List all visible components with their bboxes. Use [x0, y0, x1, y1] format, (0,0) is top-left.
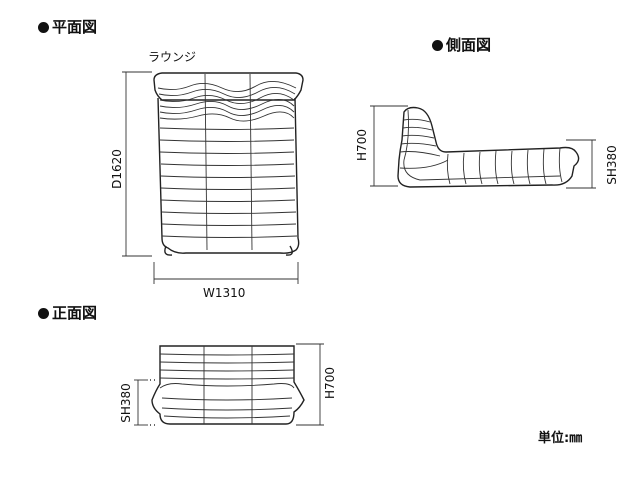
plan-view-title-text: 平面図 — [52, 18, 98, 36]
side-view-title-text: 側面図 — [446, 36, 492, 54]
front-view-title-text: 正面図 — [52, 304, 98, 322]
plan-seat-body — [157, 97, 300, 254]
unit-label: 単位:㎜ — [538, 431, 583, 446]
side-rib — [399, 151, 441, 157]
front-rib — [159, 361, 295, 364]
plan-seam-right — [249, 73, 253, 251]
side-rib — [401, 134, 435, 139]
plan-base-detail — [164, 245, 293, 256]
front-rib — [159, 353, 295, 356]
plan-rib — [158, 87, 296, 98]
side-rib — [402, 126, 433, 131]
plan-rib — [160, 187, 296, 190]
plan-backrest — [153, 72, 304, 101]
lounge-label: ラウンジ — [148, 50, 197, 64]
plan-rib — [157, 81, 297, 92]
plan-rib — [159, 139, 295, 142]
side-view-drawing — [370, 105, 596, 189]
side-rib — [542, 148, 547, 185]
side-rib — [400, 142, 437, 147]
side-rib — [478, 151, 483, 185]
side-outline — [397, 106, 580, 188]
side-view-title: 側面図 — [432, 34, 491, 55]
front-seat-height-label: SH380 — [119, 383, 133, 423]
side-rib — [399, 159, 449, 169]
plan-rib — [159, 111, 295, 122]
side-rib — [558, 147, 563, 183]
plan-rib — [161, 223, 297, 226]
front-rib — [161, 407, 293, 411]
plan-seam-left — [204, 73, 208, 251]
front-rib — [159, 377, 295, 380]
bullet-icon — [38, 308, 49, 319]
side-rib — [462, 152, 467, 185]
plan-rib — [159, 93, 295, 104]
front-height-label: H700 — [323, 367, 337, 399]
plan-rib — [160, 163, 295, 166]
plan-view-drawing — [122, 71, 304, 284]
front-view-title: 正面図 — [38, 302, 97, 323]
plan-view-title: 平面図 — [38, 16, 97, 37]
front-rib — [161, 397, 293, 401]
front-rib — [163, 415, 291, 419]
side-seat-height-label: SH380 — [605, 145, 619, 185]
plan-rib — [161, 211, 297, 214]
plan-rib — [159, 105, 295, 116]
plan-rib — [161, 235, 298, 238]
front-rib — [159, 369, 295, 372]
side-back-curve — [403, 109, 421, 181]
front-outline — [151, 345, 305, 425]
side-rib — [446, 153, 451, 185]
plan-width-label: W1310 — [203, 286, 246, 300]
front-seat-cushion — [159, 383, 295, 389]
side-rib — [526, 149, 531, 185]
side-rib — [494, 150, 499, 185]
front-view-drawing — [134, 343, 324, 426]
plan-depth-label: D1620 — [110, 149, 124, 189]
side-rib — [403, 118, 431, 123]
plan-rib — [160, 199, 296, 202]
plan-rib — [159, 99, 295, 110]
plan-rib — [160, 175, 296, 178]
bullet-icon — [432, 40, 443, 51]
side-seat-line — [419, 175, 561, 181]
plan-rib — [159, 127, 295, 130]
side-height-label: H700 — [355, 129, 369, 161]
plan-rib — [159, 151, 295, 154]
side-rib — [510, 150, 515, 185]
bullet-icon — [38, 22, 49, 33]
